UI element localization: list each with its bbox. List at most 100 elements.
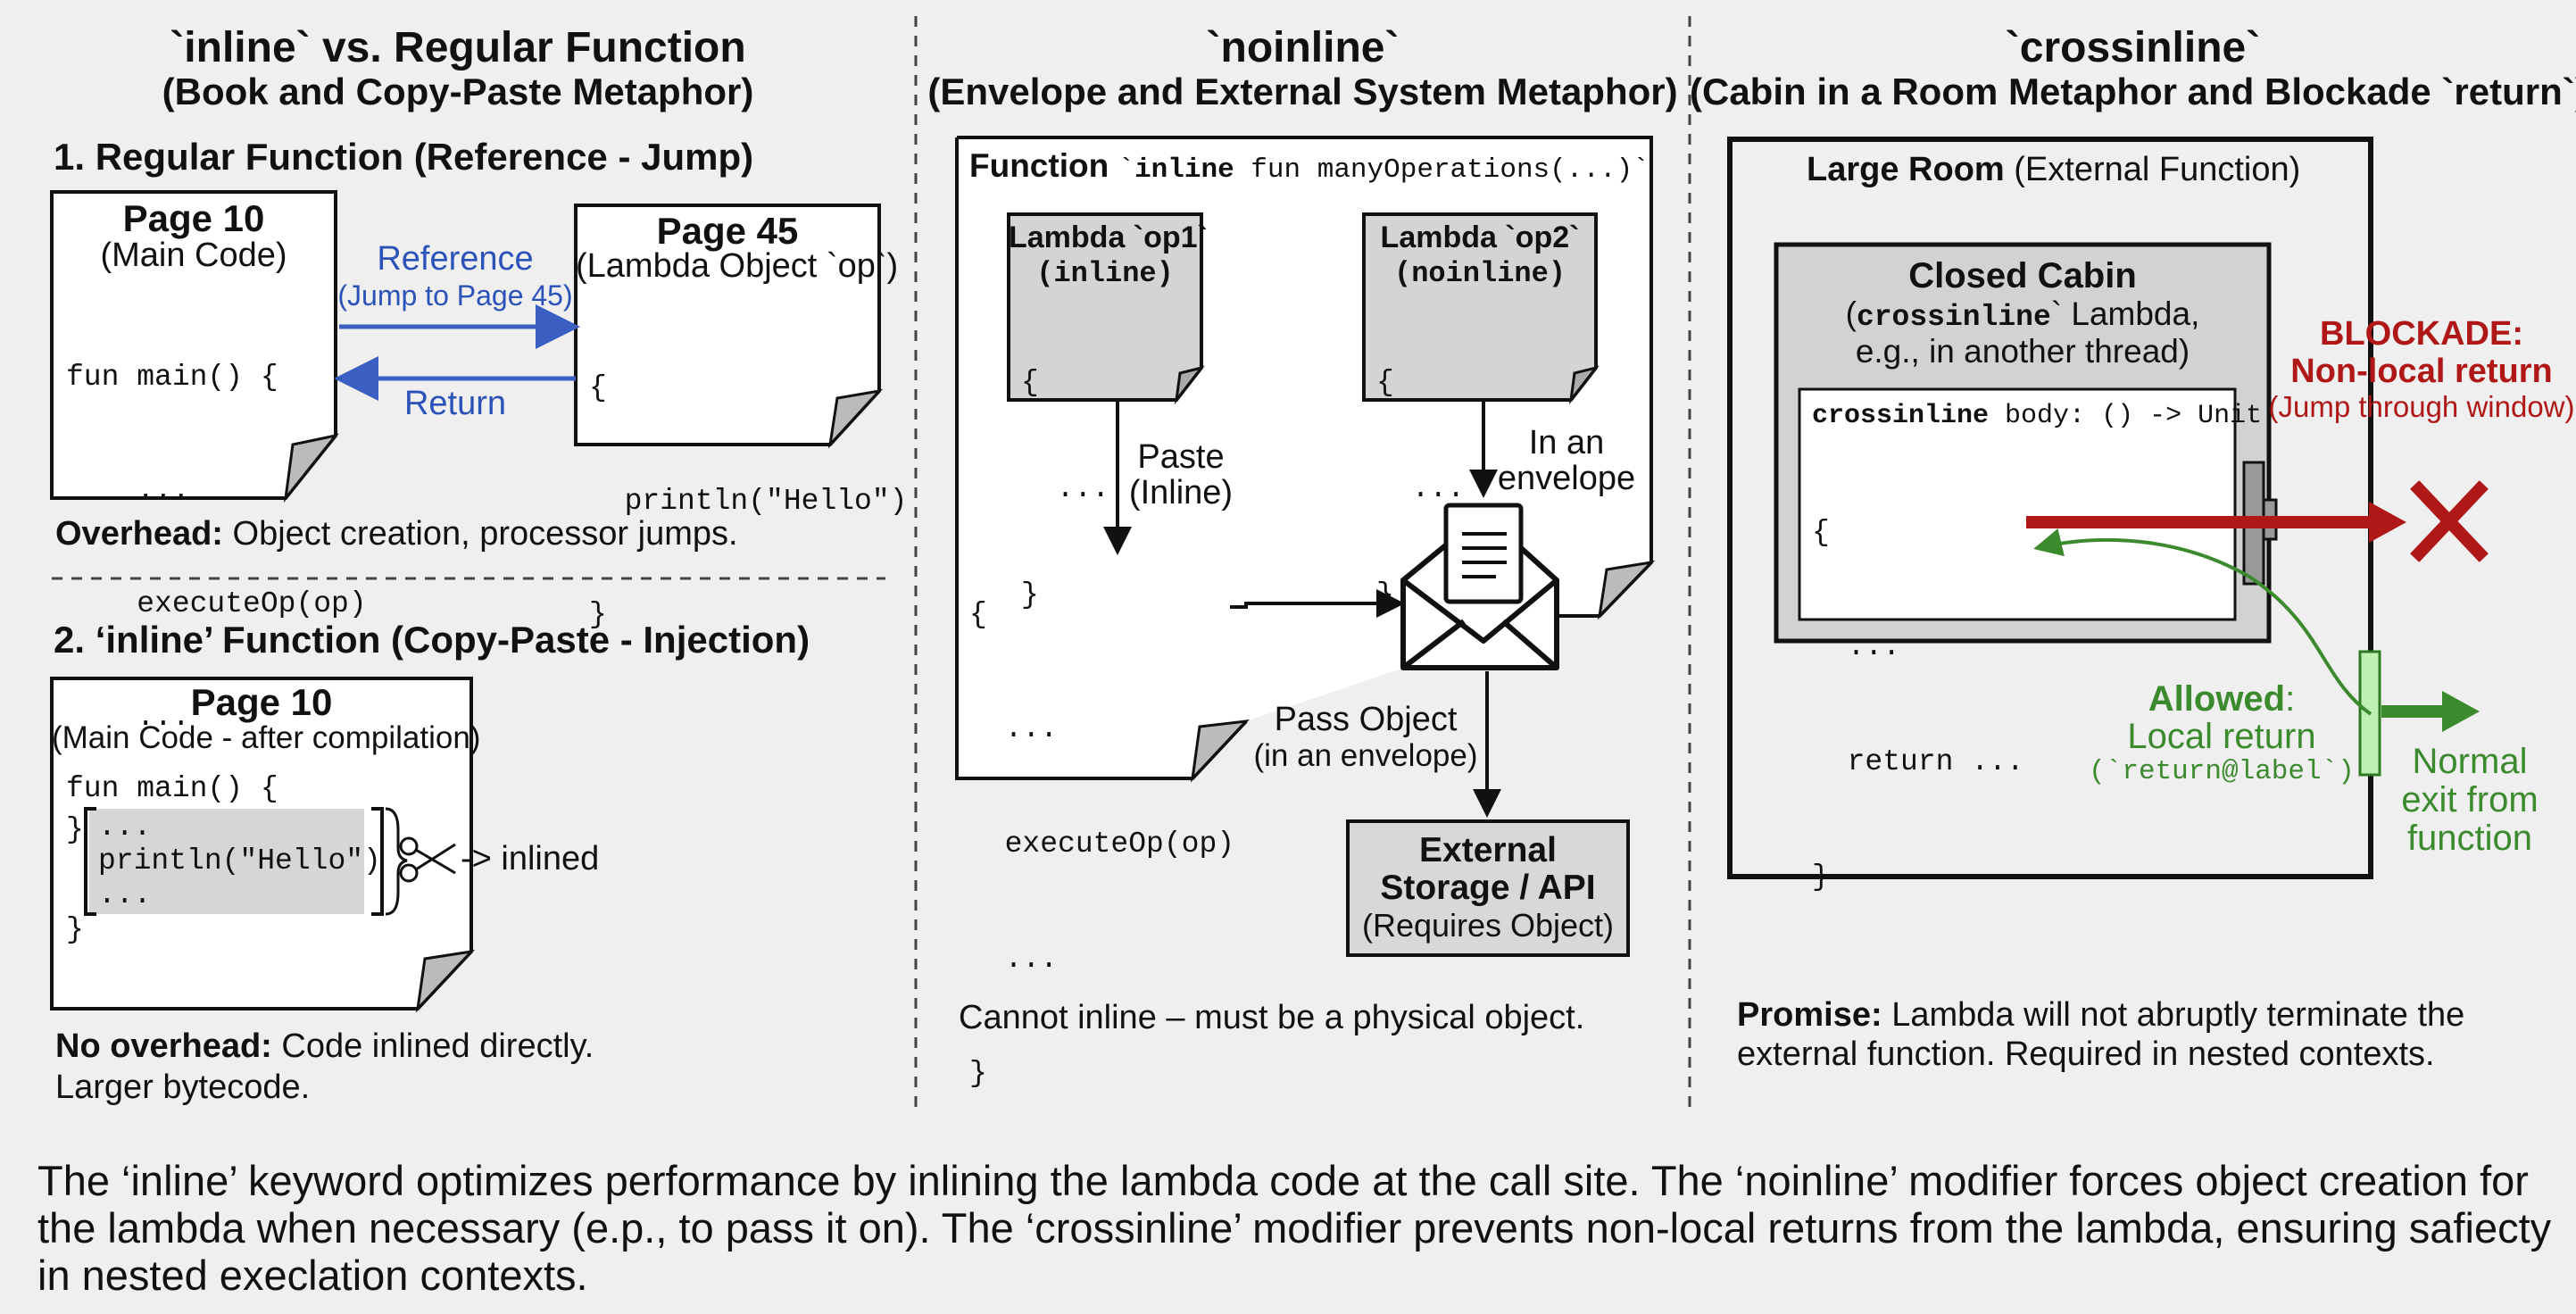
code-line: ... [98,811,152,844]
overhead-bold: Overhead: [55,515,223,553]
no-overhead-note: No overhead: Code inlined directly. Larg… [55,1027,594,1108]
code-line: ... [1021,471,1110,505]
code-line: fun main() { [66,361,278,395]
inlined-label: -> inlined [461,840,600,877]
panel2-title: `noinline` [1206,24,1400,71]
code-line: } [1812,860,1830,894]
code-line: } [1021,578,1039,611]
page45-title: Page 45 [656,210,799,252]
code-line: executeOp(op) [969,827,1235,861]
code-line: ... [1812,630,1901,664]
overhead-note: Overhead: Object creation, processor jum… [55,515,738,553]
function-paper-curl-right [1597,560,1656,620]
cross-icon [2410,480,2489,562]
blockade-sub: Non-local return [2290,353,2553,390]
allowed-bold: Allowed [2148,679,2286,719]
promise-bold: Promise: [1737,996,1882,1034]
return-label: Return [403,385,507,422]
page10-title: Page 10 [122,197,265,239]
no-overhead-line2: Larger bytecode. [55,1068,311,1106]
lambda-body-code: { ... return ... } [1812,437,2024,936]
function-signature: Function `inline fun manyOperations(...)… [969,147,1649,186]
allowed-label: Allowed: [2080,679,2364,719]
blockade-note: (Jump through window) [2268,390,2575,423]
code-line: ... [969,942,1059,976]
code-line: } [1376,578,1394,611]
code-line: { [1812,515,1830,549]
page-10-paper [50,190,339,503]
page10-inlined-open: fun main() { [66,772,278,805]
panel3-subtitle: (Cabin in a Room Metaphor and Blockade `… [1690,71,2576,112]
envelope-label2: envelope [1497,460,1636,497]
code-line: ... [969,712,1059,746]
page45-code: { println("Hello") } [589,295,907,671]
room-text: (External Function) [2004,151,2301,188]
reference-label: Reference [377,240,534,278]
storage-title: External [1419,831,1557,869]
code-line: { [1376,366,1394,400]
local-return-arrow [2033,528,2372,716]
body-code-head-rest: body: () -> Unit [1989,401,2263,431]
code-line: } [969,1057,987,1091]
panel1-subtitle: (Book and Copy-Paste Metaphor) [162,71,754,112]
pass-object-label: Pass Object [1274,701,1458,738]
page10-code: fun main() { ... executeOp(op) ... } [66,284,367,887]
cabin-sub-rest: ` Lambda, [2050,295,2200,332]
normal-exit-label: Normal exit from function [2385,742,2555,859]
paste-sub: (Inline) [1128,474,1234,511]
blockade-arrow [2026,502,2406,543]
lambda-body-header: crossinline body: () -> Unit [1812,400,2262,430]
blockade-title: BLOCKADE: [2320,315,2523,353]
large-room-label: Large Room (External Function) [1807,151,2301,188]
function-bold: Function [969,147,1109,184]
lambda-body-box [1798,387,2237,621]
no-overhead-text: Code inlined directly. [281,1027,594,1065]
promise-note: Promise: Lambda will not abruptly termin… [1737,996,2464,1074]
allowed-text: Local return [2127,717,2316,756]
code-line: return ... [1812,745,2024,779]
function-code-rest: fun manyOperations(...)` [1234,154,1649,186]
code-line: ... [66,700,190,734]
lambda-op2-sub: (noinline) [1393,257,1566,290]
cabin-sub-open: ( [1845,295,1857,332]
lambda-op1-title: Lambda `op1` [1009,220,1208,254]
caption: The ‘inline’ keyword optimizes performan… [37,1157,2552,1300]
page10-inlined-sub: (Main Code - after compilation) [52,720,481,755]
room-bold: Large Room [1807,151,2005,188]
envelope-label: In an [1528,424,1605,462]
inlined-code: ... println("Hello") ... [98,811,381,912]
lambda-op1-sub: (inline) [1036,257,1174,290]
storage-title2: Storage / API [1380,869,1596,907]
code-line: println("Hello") [98,844,381,877]
lambda-op1-box [1007,212,1205,405]
lambda-op2-code: { ... } [1376,295,1465,648]
panel3-title: `crossinline` [2005,24,2261,71]
body-code-head: crossinline [1812,401,1990,431]
lambda-op2-title: Lambda `op2` [1380,220,1580,254]
no-overhead-bold: No overhead: [55,1027,272,1065]
function-code-open: ` [1118,154,1135,186]
code-line: { [1021,366,1039,400]
exit-line: exit from [2401,780,2539,820]
panel1-title: `inline` vs. Regular Function [170,24,746,71]
reference-sub: (Jump to Page 45) [337,279,573,312]
inlined-brace [385,807,408,916]
function-paper-curl-bottom [1190,719,1250,783]
allowed-colon: : [2285,679,2296,719]
code-line: } [589,597,607,631]
code-line: { [589,371,607,405]
cabin-title: Closed Cabin [1908,256,2137,295]
page10-inlined-close: } [66,913,84,946]
cabin-sub-code: crossinline [1856,301,2051,334]
storage-sub: (Requires Object) [1361,907,1615,944]
promise-line2: external function. Required in nested co… [1737,1035,2435,1073]
page45-sub: (Lambda Object `op`) [576,247,899,285]
panel2-subtitle: (Envelope and External System Metaphor) [927,71,1678,112]
code-line: executeOp(op) [66,586,367,620]
lambda-op1-code: { ... } [1021,295,1109,648]
section2-heading: 2. ‘inline’ Function (Copy-Paste - Injec… [54,619,810,661]
pass-to-envelope-arrow [1230,589,1405,618]
promise-text: Lambda will not abruptly terminate the [1891,996,2465,1034]
storage-box [1346,819,1630,957]
